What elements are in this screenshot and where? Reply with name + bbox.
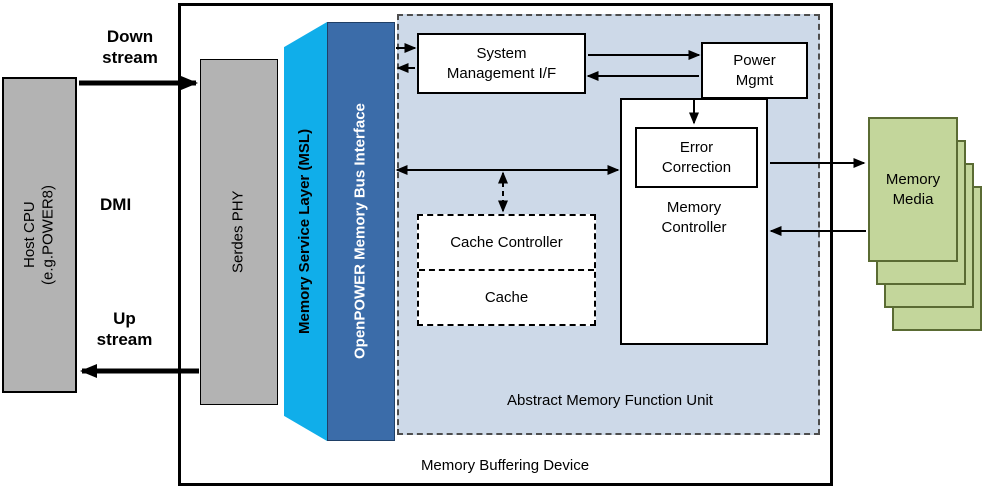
serdes-phy-box bbox=[200, 59, 278, 405]
power-mgmt-box: Power Mgmt bbox=[701, 42, 808, 99]
memory-service-layer-label: Memory Service Layer (MSL) bbox=[296, 128, 314, 335]
device-label: Memory Buffering Device bbox=[420, 457, 590, 474]
amfu-label: Abstract Memory Function Unit bbox=[507, 392, 713, 409]
cache-group: Cache Controller Cache bbox=[417, 214, 596, 326]
memory-media-label: Memory Media bbox=[885, 171, 941, 208]
memory-service-layer-box bbox=[284, 22, 327, 441]
dmi-label: DMI bbox=[100, 195, 132, 214]
system-management-box: System Management I/F bbox=[417, 33, 586, 94]
memory-media-box: Memory Media bbox=[868, 117, 958, 262]
cache-controller-box: Cache Controller bbox=[419, 216, 594, 271]
openpower-memory-bus-box bbox=[327, 22, 395, 441]
serdes-phy-label: Serdes PHY bbox=[229, 190, 247, 274]
host-cpu-box bbox=[2, 77, 77, 393]
openpower-memory-bus-label: OpenPOWER Memory Bus Interface bbox=[351, 103, 369, 360]
downstream-label: Down stream bbox=[102, 27, 158, 68]
memory-controller-box: Error Correction Memory Controller bbox=[620, 98, 768, 345]
error-correction-box: Error Correction bbox=[635, 127, 758, 188]
cache-box: Cache bbox=[484, 289, 529, 306]
host-cpu-label: Host CPU (e.g.POWER8) bbox=[20, 184, 57, 286]
upstream-label: Up stream bbox=[96, 309, 153, 350]
memory-controller-label: Memory Controller bbox=[661, 199, 727, 236]
